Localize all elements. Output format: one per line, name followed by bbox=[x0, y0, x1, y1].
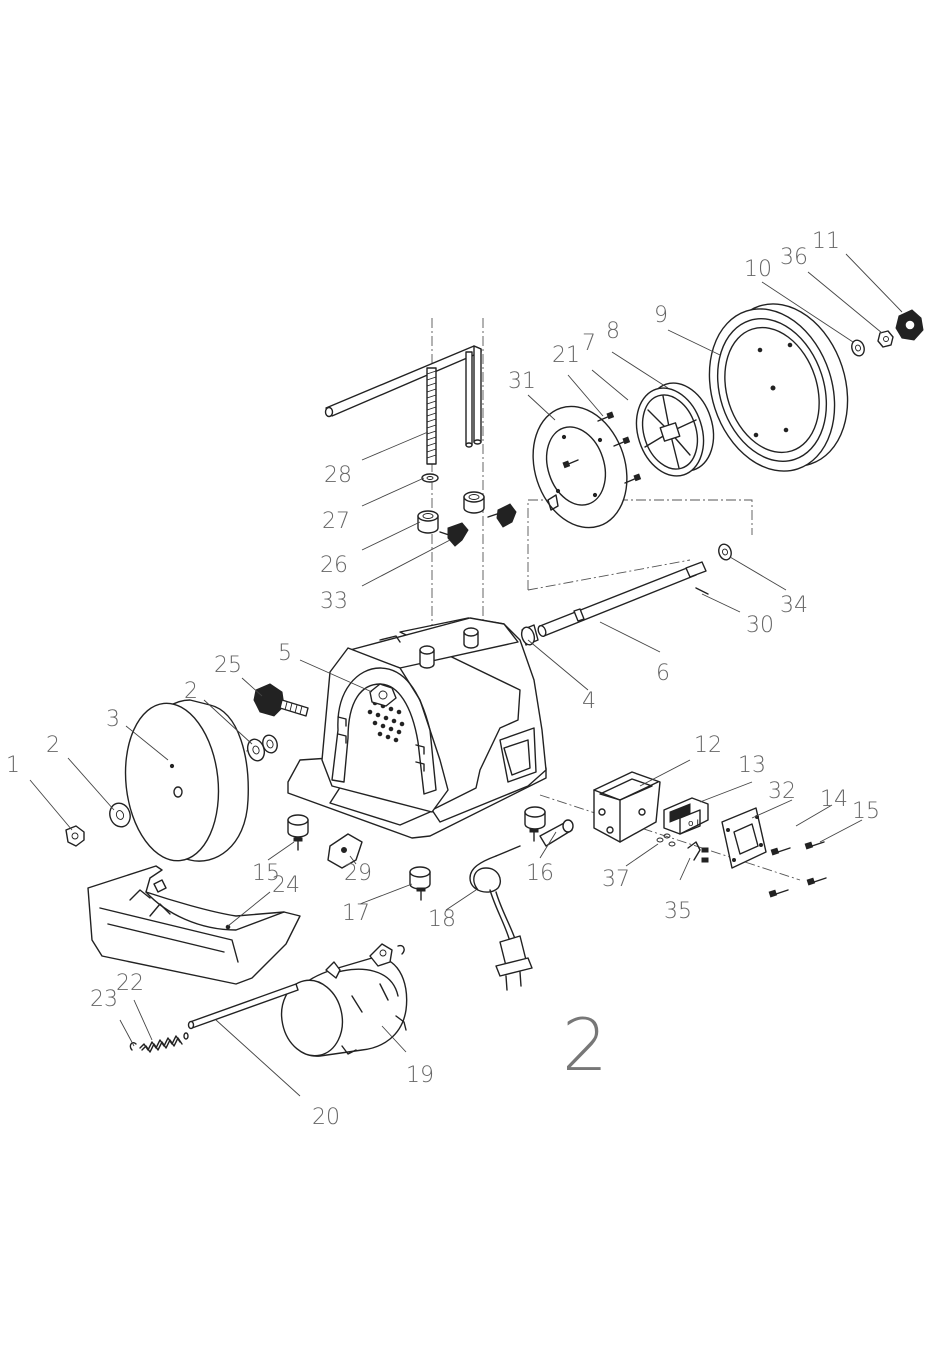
callout-1: 1 bbox=[6, 753, 20, 778]
clamp-knob bbox=[254, 684, 308, 716]
callout-12: 12 bbox=[694, 733, 722, 758]
callout-2b: 2 bbox=[184, 679, 198, 704]
collar-and-knob-set bbox=[418, 492, 516, 546]
callout-26: 26 bbox=[320, 553, 348, 578]
callout-37: 37 bbox=[602, 867, 630, 892]
callout-4: 4 bbox=[582, 689, 596, 714]
motor-rod-and-spring bbox=[130, 984, 298, 1052]
svg-text:o I: o I bbox=[688, 819, 699, 829]
callout-30: 30 bbox=[746, 613, 774, 638]
machine-housing bbox=[288, 618, 546, 838]
main-shaft bbox=[520, 543, 734, 647]
callout-31: 31 bbox=[508, 369, 536, 394]
callout-2: 2 bbox=[46, 733, 60, 758]
power-cord bbox=[470, 846, 532, 990]
sheet-number: 2 bbox=[562, 1003, 608, 1087]
callout-5: 5 bbox=[278, 641, 292, 666]
callout-27: 27 bbox=[322, 509, 350, 534]
callout-25: 25 bbox=[214, 653, 242, 678]
callout-22: 22 bbox=[116, 971, 144, 996]
flange-plate bbox=[518, 394, 642, 540]
callout-7: 7 bbox=[582, 331, 596, 356]
callout-23: 23 bbox=[90, 987, 118, 1012]
wheel-hub bbox=[626, 374, 725, 484]
callout-13: 13 bbox=[738, 753, 766, 778]
callout-28: 28 bbox=[324, 463, 352, 488]
callout-32: 32 bbox=[768, 779, 796, 804]
callout-36: 36 bbox=[780, 245, 808, 270]
callout-11: 11 bbox=[812, 229, 840, 254]
callout-10: 10 bbox=[744, 257, 772, 282]
callout-17: 17 bbox=[342, 901, 370, 926]
tool-holder-rod bbox=[326, 346, 482, 482]
callout-35: 35 bbox=[664, 899, 692, 924]
motor bbox=[275, 944, 407, 1061]
callout-33: 33 bbox=[320, 589, 348, 614]
callout-3: 3 bbox=[106, 707, 120, 732]
callout-14: 14 bbox=[820, 787, 848, 812]
callout-20: 20 bbox=[312, 1105, 340, 1130]
callout-34: 34 bbox=[780, 593, 808, 618]
callout-15b: 15 bbox=[852, 799, 880, 824]
grinding-wheel-small bbox=[66, 699, 279, 866]
callout-19: 19 bbox=[406, 1063, 434, 1088]
callout-16: 16 bbox=[526, 861, 554, 886]
callout-18: 18 bbox=[428, 907, 456, 932]
callout-6: 6 bbox=[656, 661, 670, 686]
grinding-wheel-large bbox=[689, 288, 867, 488]
callout-9: 9 bbox=[654, 303, 668, 328]
callout-29: 29 bbox=[344, 861, 372, 886]
callout-21: 21 bbox=[552, 343, 580, 368]
callout-8: 8 bbox=[606, 319, 620, 344]
callout-24: 24 bbox=[272, 873, 300, 898]
wheel-fasteners bbox=[850, 310, 923, 357]
